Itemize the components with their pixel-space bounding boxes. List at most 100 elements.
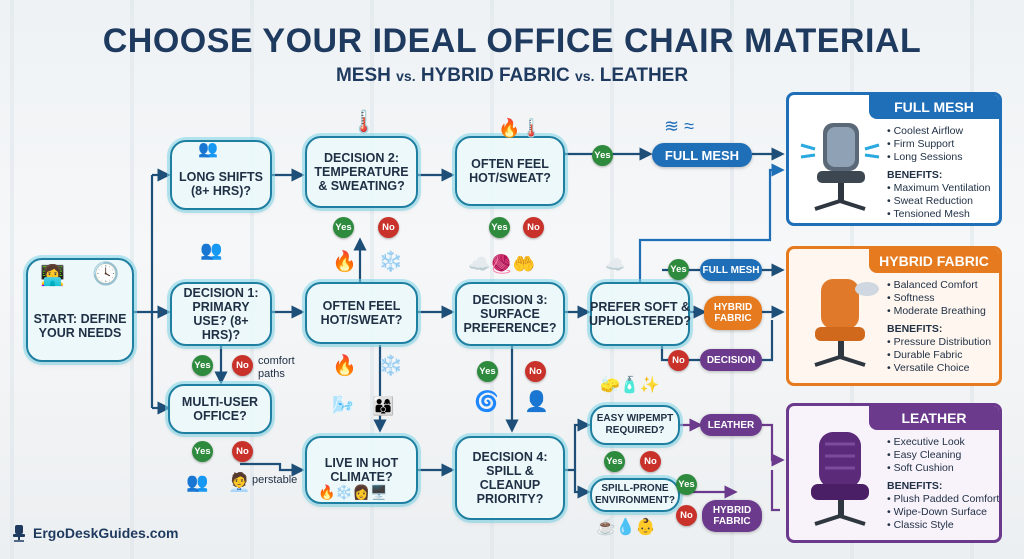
- decision-outcome: DECISION: [700, 349, 762, 371]
- no-badge: No: [232, 441, 253, 462]
- benefit-item: Sweat Reduction: [887, 195, 999, 208]
- droplet-icon: ☕💧👶: [596, 519, 656, 536]
- decision3-label: DECISION 3: SURFACE PREFERENCE?: [463, 293, 557, 335]
- subtitle-leather: LEATHER: [599, 65, 689, 86]
- wind-icon: 🌬️: [332, 395, 355, 415]
- benefits-label: BENEFITS:: [887, 169, 943, 181]
- multi-user-node: MULTI-USER OFFICE?: [168, 384, 272, 434]
- subtitle-hybrid: HYBRID FABRIC: [420, 65, 570, 86]
- subtitle-mesh: MESH: [335, 65, 391, 86]
- often-feel-mid-label: OFTEN FEEL HOT/SWEAT?: [320, 299, 403, 327]
- decision4-node: DECISION 4: SPILL & CLEANUP PRIORITY?: [455, 436, 565, 520]
- yes-badge: Yes: [489, 217, 510, 238]
- snowflake-icon: ❄️: [378, 251, 403, 273]
- subtitle-vs-2: vs.: [575, 68, 595, 84]
- clock-icon: 🕓: [92, 261, 120, 286]
- brand-logo[interactable]: ErgoDeskGuides.com: [10, 524, 179, 542]
- full-mesh-panel-title: FULL MESH: [869, 95, 999, 119]
- people-icon: 👩‍💻: [40, 265, 65, 287]
- benefit-item: Plush Padded Comfort: [887, 493, 999, 506]
- decision1-label: DECISION 1: PRIMARY USE? (8+ HRS)?: [183, 286, 259, 342]
- benefit-item: Pressure Distribution: [887, 336, 999, 349]
- leather-features: Executive Look Easy Cleaning Soft Cushio…: [887, 436, 999, 532]
- arrow-decision4-branch: [565, 418, 591, 472]
- people-icon: 👥: [200, 240, 223, 260]
- easy-wipe-label: EASY WIPEMPT REQUIRED?: [596, 413, 674, 436]
- full-mesh-panel: FULL MESH Coolest Airflow Firm Support L…: [786, 92, 1002, 226]
- no-badge: No: [668, 350, 689, 371]
- benefits-label: BENEFITS:: [887, 480, 943, 492]
- leather-panel: LEATHER Executive Look Easy Cleaning Sof…: [786, 403, 1002, 543]
- yes-badge: Yes: [668, 259, 689, 280]
- fire-icon: 🔥: [332, 251, 357, 273]
- feature-item: Moderate Breathing: [887, 305, 999, 318]
- feature-item: Coolest Airflow: [887, 125, 999, 138]
- feature-item: Easy Cleaning: [887, 449, 999, 462]
- cloud-icon: ☁️: [605, 257, 625, 274]
- no-badge: No: [525, 361, 546, 382]
- subtitle-vs-1: vs.: [396, 68, 416, 84]
- spring-icon: 🌀: [474, 391, 499, 413]
- decision3-node: DECISION 3: SURFACE PREFERENCE?: [455, 282, 565, 346]
- hybrid-fabric-panel: HYBRID FABRIC Balanced Comfort Softness …: [786, 246, 1002, 386]
- feature-item: Firm Support: [887, 138, 999, 151]
- arrow-decision-panel: [762, 320, 774, 362]
- full-mesh-small-outcome: FULL MESH: [700, 259, 762, 281]
- yes-badge: Yes: [192, 441, 213, 462]
- feature-item: Executive Look: [887, 436, 999, 449]
- feature-item: Soft Cushion: [887, 462, 999, 475]
- spray-bottle-icon: 🧽🧴✨: [600, 377, 660, 394]
- yes-badge: Yes: [676, 474, 697, 495]
- wind-icon: ≋ ≈: [664, 116, 694, 136]
- hybrid-fabric-features: Balanced Comfort Softness Moderate Breat…: [887, 279, 999, 375]
- fire-icon: 🔥❄️👩🖥️: [318, 484, 388, 500]
- arrow-hybrid2-panel: [770, 470, 780, 512]
- chair-logo-icon: [13, 525, 25, 542]
- often-feel-mid-node: OFTEN FEEL HOT/SWEAT?: [305, 282, 418, 344]
- decision1-node: DECISION 1: PRIMARY USE? (8+ HRS)?: [170, 282, 272, 346]
- prefer-soft-node: PREFER SOFT & UPHOLSTERED?: [588, 282, 692, 346]
- spill-prone-label: SPILL-PRONE ENVIRONMENT?: [595, 483, 675, 506]
- start-node: START: DEFINE YOUR NEEDS: [26, 258, 134, 362]
- hybrid-fabric-outcome-1: HYBRID FABRIC: [704, 296, 762, 330]
- perstable-note: perstable: [252, 474, 298, 486]
- long-shifts-label: LONG SHIFTS (8+ HRS)?: [178, 170, 264, 198]
- arrow-leather-panel: [762, 423, 785, 467]
- often-feel-top-node: OFTEN FEEL HOT/SWEAT?: [455, 136, 565, 206]
- long-shifts-node: LONG SHIFTS (8+ HRS)?: [170, 140, 272, 210]
- full-mesh-features: Coolest Airflow Firm Support Long Sessio…: [887, 125, 999, 221]
- benefit-item: Tensioned Mesh: [887, 208, 999, 221]
- yes-badge: Yes: [604, 451, 625, 472]
- yes-badge: Yes: [477, 361, 498, 382]
- feature-item: Balanced Comfort: [887, 279, 999, 292]
- feature-item: Softness: [887, 292, 999, 305]
- prefer-soft-label: PREFER SOFT & UPHOLSTERED?: [588, 300, 692, 328]
- benefit-item: Classic Style: [887, 519, 999, 532]
- decision2-label: DECISION 2: TEMPERATURE & SWEATING?: [314, 151, 409, 193]
- yes-badge: Yes: [192, 355, 213, 376]
- arrow-prefer-up: [638, 163, 785, 282]
- brand-name[interactable]: ErgoDeskGuides.com: [33, 525, 179, 541]
- cloud-icon: ☁️🧶🤲: [468, 254, 536, 274]
- often-feel-top-label: OFTEN FEEL HOT/SWEAT?: [469, 157, 551, 185]
- benefits-label: BENEFITS:: [887, 323, 943, 335]
- benefit-item: Durable Fabric: [887, 349, 999, 362]
- yes-badge: Yes: [333, 217, 354, 238]
- full-mesh-outcome: FULL MESH: [652, 143, 752, 167]
- no-badge: No: [378, 217, 399, 238]
- arrow-decision4-branch2: [573, 470, 591, 499]
- benefit-item: Versatile Choice: [887, 362, 999, 375]
- yes-badge: Yes: [592, 145, 613, 166]
- leather-panel-title: LEATHER: [869, 406, 999, 430]
- mesh-chair-icon: [800, 123, 880, 211]
- arrow-multi-user-live-hot: [240, 462, 305, 477]
- fire-icon: 🔥: [332, 355, 357, 377]
- hybrid-fabric-panel-title: HYBRID FABRIC: [869, 249, 999, 273]
- no-badge: No: [676, 505, 697, 526]
- hybrid-fabric-outcome-2: HYBRID FABRIC: [702, 500, 762, 532]
- start-label: START: DEFINE YOUR NEEDS: [33, 312, 127, 340]
- benefit-item: Wipe-Down Surface: [887, 506, 999, 519]
- feature-item: Long Sessions: [887, 151, 999, 164]
- decision2-node: DECISION 2: TEMPERATURE & SWEATING?: [305, 136, 418, 208]
- page-title: CHOOSE YOUR IDEAL OFFICE CHAIR MATERIAL: [102, 22, 922, 60]
